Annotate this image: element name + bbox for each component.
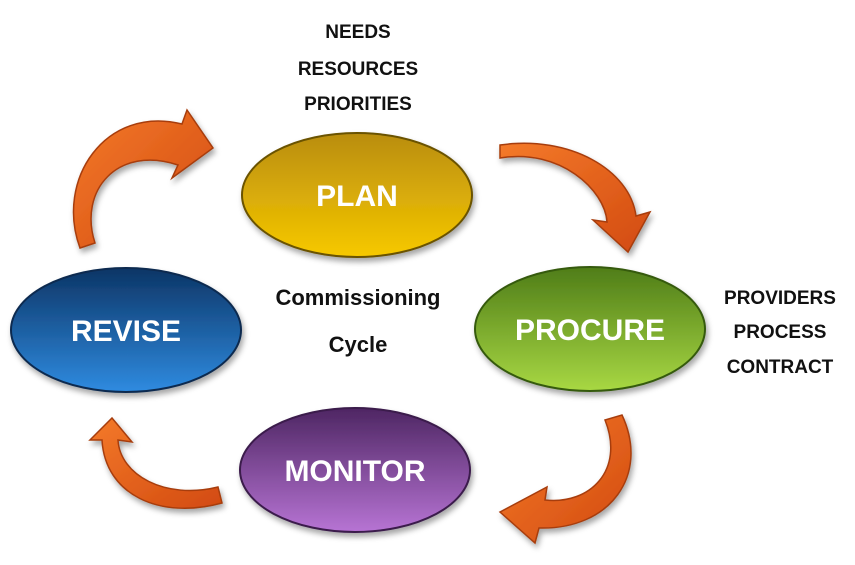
diagram-title: Commissioning — [275, 285, 440, 310]
diagram-title-line2: Cycle — [329, 332, 388, 357]
arrow-revise-to-plan — [72, 108, 215, 249]
monitor-label: MONITOR — [284, 455, 425, 488]
revise-label: REVISE — [71, 315, 181, 348]
plan-note-needs: NEEDS — [325, 22, 390, 43]
plan-label: PLAN — [316, 180, 398, 213]
node-monitor: MONITOR — [239, 407, 471, 533]
plan-note-resources: RESOURCES — [298, 59, 418, 80]
arrow-plan-to-procure — [499, 142, 652, 254]
node-plan: PLAN — [241, 132, 473, 258]
node-procure: PROCURE — [474, 266, 706, 392]
arrow-procure-to-monitor — [498, 414, 632, 545]
procure-note-providers: PROVIDERS — [724, 288, 836, 309]
procure-label: PROCURE — [515, 314, 665, 347]
node-revise: REVISE — [10, 267, 242, 393]
plan-note-priorities: PRIORITIES — [304, 94, 412, 115]
procure-note-process: PROCESS — [734, 322, 827, 343]
arrow-monitor-to-revise — [88, 416, 223, 510]
procure-note-contract: CONTRACT — [727, 357, 834, 378]
